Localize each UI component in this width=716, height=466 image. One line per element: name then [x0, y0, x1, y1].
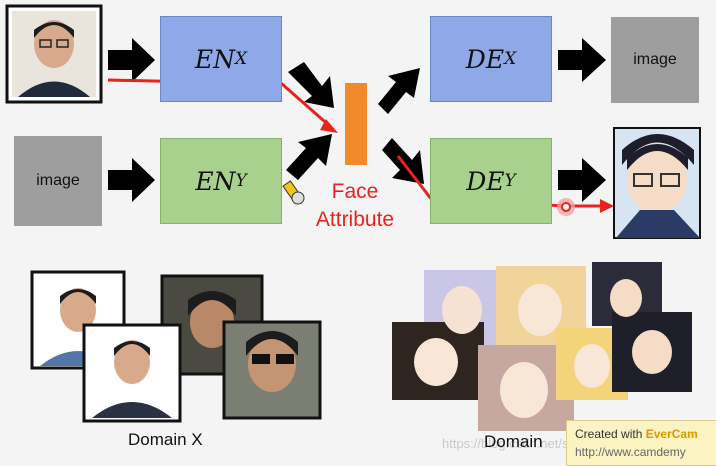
face-attribute-label: Face Attribute	[300, 178, 410, 234]
input-photo-person	[5, 4, 103, 104]
arrow-attribute-to-dex	[378, 68, 420, 114]
domain-x-photos	[30, 270, 322, 423]
decoder-y-subscript: Y	[504, 171, 516, 191]
decoder-x-label: DE	[465, 44, 505, 74]
encoder-x-subscript: X	[235, 49, 248, 69]
output-anime-face	[613, 127, 701, 239]
encoder-y-subscript: Y	[235, 171, 247, 191]
domain-y-anime	[392, 262, 692, 431]
arrow-dey-to-anime	[558, 158, 606, 202]
logo-line2: http://www.camdemy	[575, 445, 686, 459]
logo-prefix: Created with	[575, 427, 643, 441]
face-attribute-line1: Face	[331, 180, 379, 203]
image-output-placeholder: image	[611, 17, 699, 103]
arrow-image-to-eny	[108, 158, 155, 202]
evercam-logo: Created with EverCam http://www.camdemy	[566, 420, 716, 466]
logo-brand: EverCam	[645, 427, 698, 441]
arrow-photo-to-enx	[108, 38, 155, 82]
arrow-dex-to-image	[558, 38, 606, 82]
encoder-x-label: EN	[194, 44, 235, 74]
domain-x-caption: Domain X	[128, 430, 203, 449]
decoder-x-subscript: X	[504, 49, 517, 69]
arrow-enx-to-attribute	[288, 62, 334, 108]
arrow-eny-to-attribute	[286, 134, 332, 180]
face-attribute-line2: Attribute	[315, 208, 395, 231]
pencil-icon	[282, 180, 305, 205]
logo-line1: Created with EverCam	[575, 427, 698, 441]
image-input-placeholder: image	[14, 136, 102, 226]
encoder-y-label: EN	[195, 166, 236, 196]
decoder-y-label: DE	[466, 166, 505, 196]
face-attribute-bar	[345, 83, 367, 165]
domain-y-caption: Domain	[484, 432, 543, 451]
